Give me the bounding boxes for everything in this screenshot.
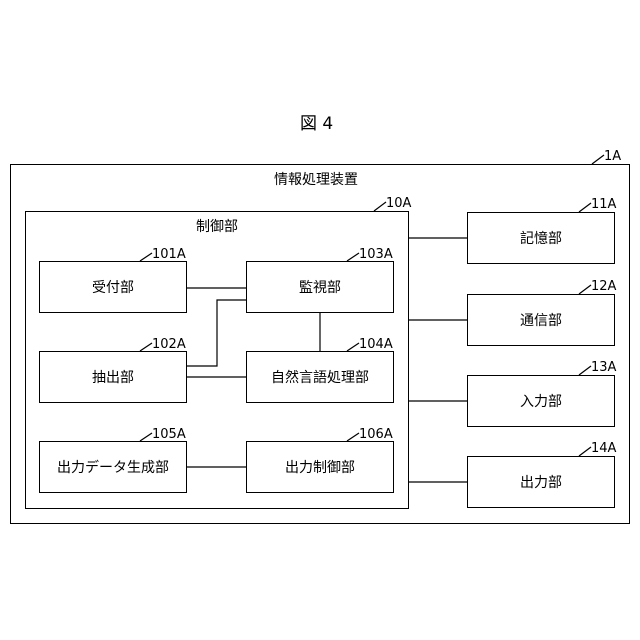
leader-control — [374, 202, 386, 211]
leader-nlp — [347, 343, 359, 351]
leader-input — [579, 366, 591, 375]
leader-monitor — [347, 253, 359, 261]
leader-comm — [579, 285, 591, 294]
leader-extract — [140, 343, 152, 351]
leader-receive — [140, 253, 152, 261]
leader-outgen — [140, 433, 152, 441]
leader-output — [579, 447, 591, 456]
leader-storage — [579, 203, 591, 212]
leader-outctrl — [347, 433, 359, 441]
connector-extract-monitor — [187, 300, 246, 366]
leader-device — [592, 155, 604, 164]
